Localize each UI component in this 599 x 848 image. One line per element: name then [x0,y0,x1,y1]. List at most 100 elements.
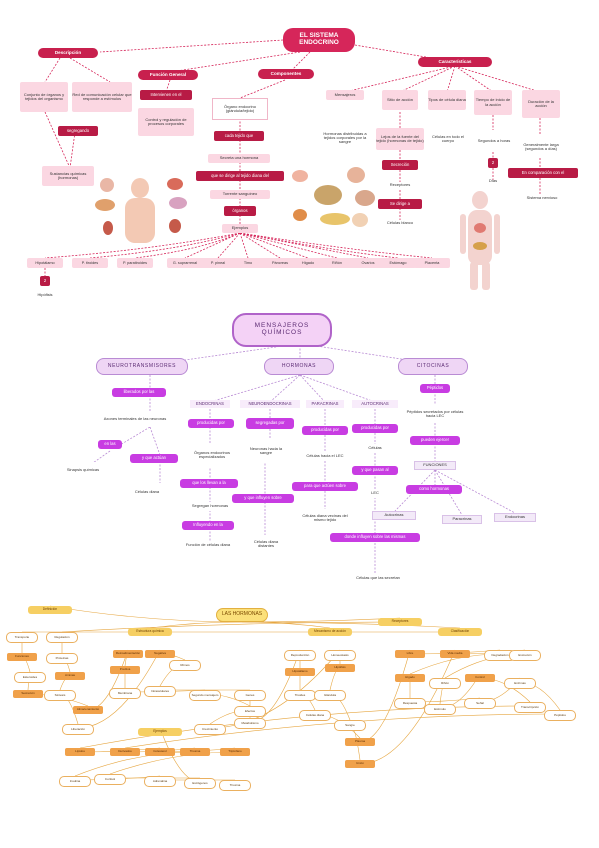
h-neuronas: Neuronas hacia la sangre [246,439,286,463]
car-num: 2 [488,158,498,168]
hormone-node: Funciones [7,653,37,661]
h-que-ac: y que influyen sobre [232,494,294,503]
car-comp: En comparación con el [508,168,578,178]
segregando-node: segregando [58,126,98,136]
h-vecinas: Células diana vecinas del mismo tejido [296,509,354,527]
organ-illustrations [95,167,500,290]
h-mismas: donde influyen sobre las mismas [330,533,420,542]
h-autocrinas: AUTOCRINAS [352,400,398,408]
hormone-node: Regulación [46,632,78,643]
comp-secreta: Secreta una hormona [208,154,270,163]
organ-cluster-center [292,167,375,227]
hormone-node: Crecimiento [194,724,226,735]
hormone-node: Respuesta [394,698,426,709]
comp-organo: Órgano endocrino (glándula/tejido) [212,98,268,120]
h-func: Función de células diana [176,541,240,550]
hormone-node: Ritmos [169,660,201,671]
fg-text: Control y regulación de procesos corpora… [138,108,194,136]
car-sist: Sistema nervioso [526,194,558,200]
hormone-node: Secreción [13,690,43,698]
hormone-node: Tiroides [284,690,316,701]
hormone-node: Síntesis [44,690,76,701]
hormone-node: Enzimas [504,678,536,689]
hormone-node: Glándula [314,690,346,701]
h-lec: LEC [364,489,386,498]
hormone-node: Colesterol [145,748,175,756]
ejemplo-item: Hipotálamo [27,258,63,268]
hormone-node: Triptófano [220,748,250,756]
hormonas-node: HORMONAS [264,358,334,375]
ejemplo-item: Timo [230,258,266,268]
car-s-cel: Se dirige a [378,199,422,209]
sustancias-quimicas: Sustancias químicas (hormonas) [42,166,94,186]
hormone-node: Señal [464,698,496,709]
desc-red: Red de comunicación celular que responde… [72,82,132,112]
connector [87,649,129,711]
n-y: y que actúan [130,454,178,463]
ejemplo-item: G. suprarrenal [167,258,203,268]
hormone-node: Estrógenos [184,778,216,789]
connector-lines [21,605,561,783]
ejemplo-item: P. pineal [200,258,236,268]
neurotransmisores-node: NEUROTRANSMISORES [96,358,188,375]
h-organos: Órganos endocrinos especializados [188,443,236,467]
desc-conjunto: Conjunto de órganos y tejidos del organi… [20,82,68,112]
hormone-node: Homeostasis [324,650,356,661]
h-mismas2: Células que las secretan [350,574,406,583]
descripcion-node: Descripción [38,48,98,58]
citocinas-node: CITOCINAS [398,358,468,375]
h-paracrinas: PARACRINAS [306,400,344,408]
c-pueden: pueden ejercer [410,436,460,445]
hormone-node: Segundo mensajero [189,690,221,701]
hormone-node: Liberación [62,724,94,735]
h-celulas: Células [360,444,390,453]
comp-organos: órganos [224,206,256,216]
body-illustration-left [95,178,187,243]
connector-lines [89,344,516,575]
hormone-node: Tiroxina [219,780,251,791]
endocrine-system-map: EL SISTEMA ENDOCRINO Descripción Caracte… [0,0,599,305]
h-prod2: producidas por [302,426,348,435]
hormone-node: Almacenamiento [73,706,103,714]
hormone-node: Células diana [299,710,331,721]
hormone-node: Definición [28,606,72,614]
h-endocrinas: ENDOCRINAS [190,400,230,408]
componentes-node: Componentes [258,69,314,79]
hormone-node: Efectos [234,706,266,717]
c-como: como hormonas [406,485,462,494]
hormone-node: Intracelulares [144,686,176,697]
connector-lines [44,39,541,282]
h-cel: Células hacia el LEC [300,452,350,461]
h-cel-dist: Células diana distantes [246,535,286,553]
hormone-node: Derivados [110,748,140,756]
c-peptidos: Péptidos [420,384,450,393]
car-dias: Días [488,178,498,184]
c-funciones: FUNCIONES [414,461,456,470]
hormone-node: Ejemplos [138,728,182,736]
h-seg: segregadas por [246,418,294,429]
hormone-node: Estímulo [424,704,456,715]
h-torrente: que los llevan a la [180,479,238,488]
n-liberados: liberados por las [112,388,166,397]
hormone-node: Reproducción [284,650,316,661]
n-axones: Axones terminales de las neuronas [100,411,170,427]
c-autocrinas: Autocrinas [372,511,416,520]
hormone-node: Vida media [440,650,470,658]
car-d-text: Generalmente larga (segundos a días) [523,141,559,151]
hormone-node: Cortisol [94,774,126,785]
root-node: EL SISTEMA ENDOCRINO [283,28,355,52]
comp-que: que se dirige al tejido diana del [196,171,284,181]
ejemplo-item: Estómago [380,258,416,268]
hormone-node: Transcripción [514,702,546,713]
root-node: MENSAJEROS QUÍMICOS [232,313,332,347]
h-seg2: Segregan hormonas [186,502,234,511]
hormone-node: Aminas [55,672,85,680]
car-tipos: Tipos de célula diana [428,90,466,110]
ejemplo-item: P. tiroides [72,258,108,268]
hormone-node: Insulina [59,776,91,787]
hormone-node: Sangre [334,720,366,731]
num-badge: 2 [40,276,50,286]
ejemplo-item: Páncreas [262,258,298,268]
hormone-node: Membrana [109,688,141,699]
